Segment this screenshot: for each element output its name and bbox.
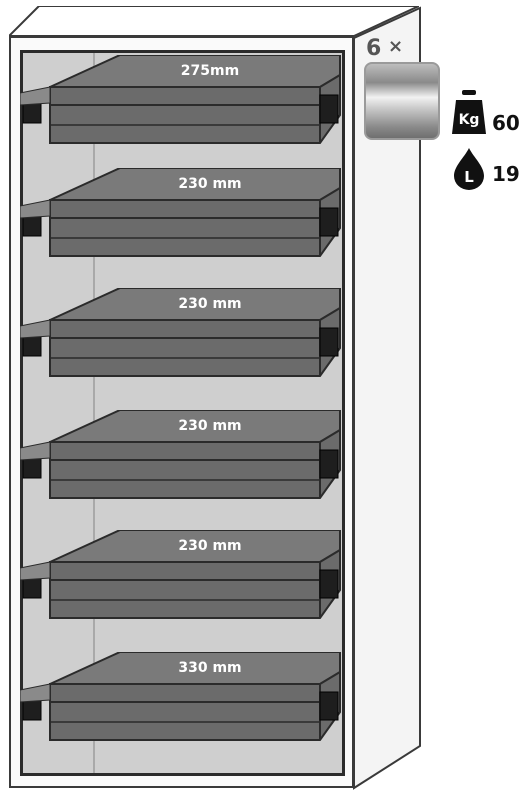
- shelf-tray: 275mm: [20, 55, 345, 170]
- weight-unit: Kg: [459, 112, 480, 128]
- shelf-tray: 230 mm: [20, 288, 345, 403]
- tray-height-label: 330 mm: [178, 660, 242, 676]
- shelf-tray: 230 mm: [20, 168, 345, 283]
- weight-value: 60: [492, 111, 520, 135]
- shelf-tray: 230 mm: [20, 410, 345, 525]
- shelf-tray-icon: [364, 62, 440, 140]
- cabinet-side-panel: [353, 6, 421, 790]
- tray-drawing: [20, 652, 341, 741]
- shelf-tray: 230 mm: [20, 530, 345, 645]
- tray-drawing: [20, 530, 341, 619]
- tray-drawing: [20, 55, 341, 144]
- weight-icon: Kg: [452, 90, 486, 134]
- multiply-symbol: ×: [388, 36, 404, 57]
- tray-drawing: [20, 168, 341, 257]
- shelf-count: 6: [366, 36, 382, 61]
- tray-height-label: 230 mm: [178, 176, 242, 192]
- shelf-tray: 330 mm: [20, 652, 345, 767]
- volume-value: 19: [492, 162, 520, 186]
- volume-unit: L: [464, 168, 474, 186]
- tray-height-label: 230 mm: [178, 418, 242, 434]
- tray-drawing: [20, 288, 341, 377]
- tray-height-label: 230 mm: [178, 296, 242, 312]
- rear-post: [93, 53, 95, 773]
- tray-height-label: 230 mm: [178, 538, 242, 554]
- droplet-icon: L: [454, 148, 484, 190]
- tray-height-label: 275mm: [180, 63, 240, 79]
- tray-drawing: [20, 410, 341, 499]
